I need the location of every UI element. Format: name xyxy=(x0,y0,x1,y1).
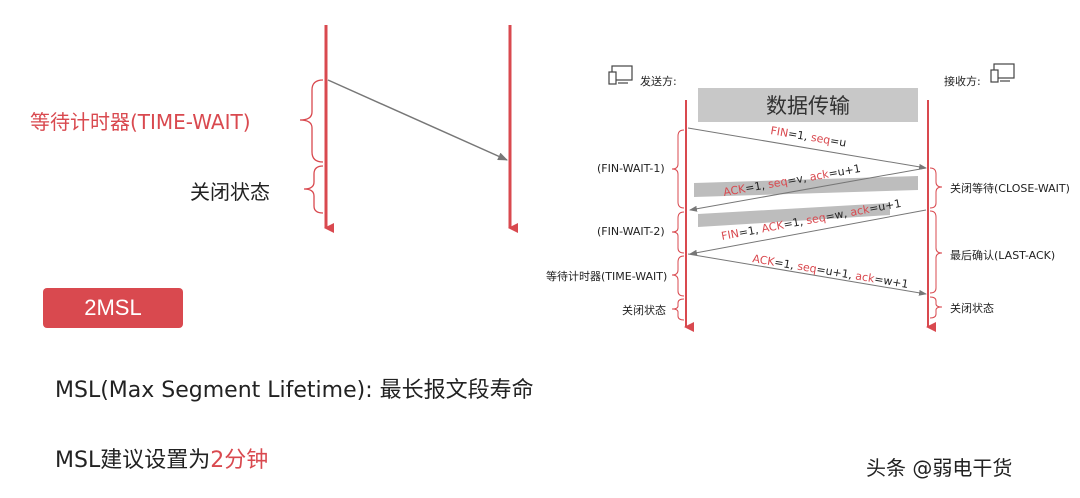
watermark: 头条 @弱电干货 xyxy=(866,456,1013,480)
last-ack-label: 最后确认(LAST-ACK) xyxy=(950,249,1056,262)
computer-icon xyxy=(608,64,636,90)
data-transfer-banner: 数据传输 xyxy=(698,88,918,122)
left-message-arrow xyxy=(327,79,508,161)
receiver-label: 接收方: xyxy=(944,75,981,88)
brace-receiver-closed xyxy=(929,296,943,319)
sender-closed-label: 关闭状态 xyxy=(622,304,666,317)
2msl-badge: 2MSL xyxy=(43,288,183,328)
msg1-label: FIN=1, seq=u xyxy=(770,124,848,149)
msg4-label: ACK=1, seq=u+1, ack=w+1 xyxy=(752,252,910,291)
msg1-arrow xyxy=(687,127,927,170)
msg4-arrow xyxy=(687,253,927,296)
time-wait-small-label: 等待计时器(TIME-WAIT) xyxy=(546,270,668,283)
brace-time-wait xyxy=(299,79,324,163)
msl-advice-value: 2分钟 xyxy=(210,448,269,473)
msg3-arrow xyxy=(689,209,927,256)
brace-last-ack xyxy=(929,210,943,294)
brace-fin-wait-1 xyxy=(671,129,685,209)
ack-gray-bar xyxy=(694,176,918,197)
closed-state-label: 关闭状态 xyxy=(190,180,270,204)
fin-wait-2-label: (FIN-WAIT-2) xyxy=(597,225,665,238)
2msl-badge-label: 2MSL xyxy=(84,295,142,320)
receiver-closed-label: 关闭状态 xyxy=(950,302,994,315)
time-wait-label: 等待计时器(TIME-WAIT) xyxy=(30,110,251,134)
sender-label: 发送方: xyxy=(640,75,677,88)
brace-closed xyxy=(303,165,324,214)
brace-sender-closed xyxy=(671,298,685,321)
msg2-arrow xyxy=(689,167,927,212)
fin-wait-1-label: (FIN-WAIT-1) xyxy=(597,162,665,175)
msl-advice: MSL建议设置为2分钟 xyxy=(55,442,268,474)
brace-close-wait xyxy=(929,167,943,209)
msl-advice-prefix: MSL建议设置为 xyxy=(55,448,211,473)
fin-gray-bar xyxy=(698,203,890,227)
msl-definition: MSL(Max Segment Lifetime): 最长报文段寿命 xyxy=(55,378,534,403)
msg3-label: FIN=1, ACK=1, seq=w, ack=u+1 xyxy=(720,197,902,243)
close-wait-label: 关闭等待(CLOSE-WAIT) xyxy=(950,182,1070,195)
msg2-label: ACK=1, seq=v, ack=u+1 xyxy=(722,162,861,199)
brace-time-wait-sm xyxy=(671,255,685,297)
computer-icon xyxy=(990,62,1018,88)
brace-fin-wait-2 xyxy=(671,211,685,254)
data-transfer-label: 数据传输 xyxy=(766,94,850,118)
